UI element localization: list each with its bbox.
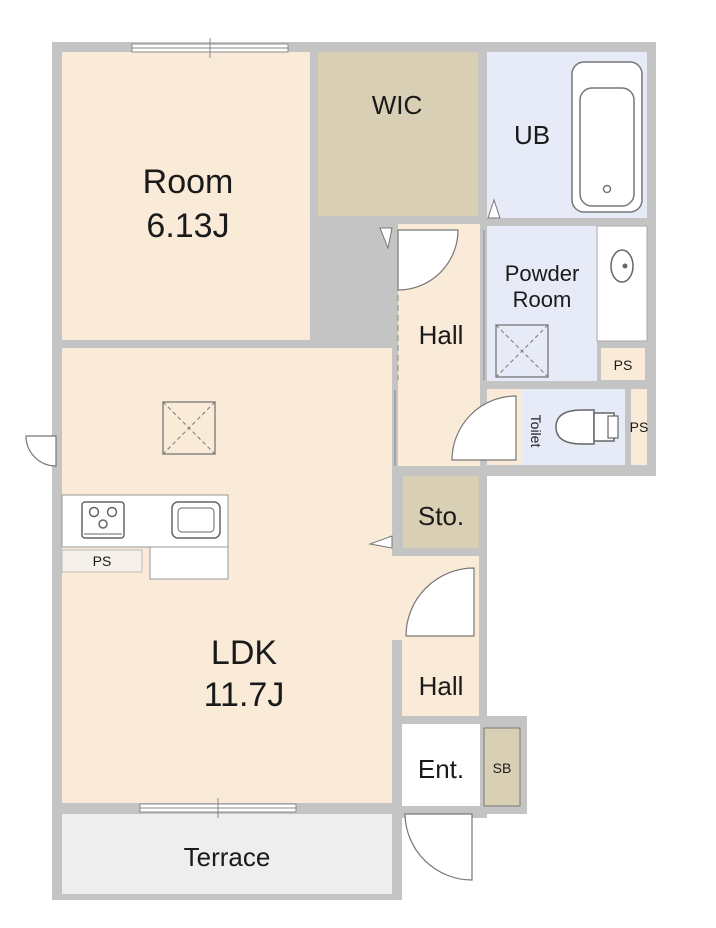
basin-counter <box>596 225 648 342</box>
door-ldk-hall <box>405 567 475 637</box>
ps-kitchen-label: PS <box>93 553 112 569</box>
room-powder-line2: Room <box>513 287 572 312</box>
room-hall-lower <box>402 640 479 716</box>
room-ldk-size: 11.7J <box>204 676 285 714</box>
room-bedroom <box>62 52 310 340</box>
door-entrance <box>404 813 473 881</box>
ps-toilet-label: PS <box>630 419 649 435</box>
room-powder <box>487 226 597 381</box>
window-bottom <box>139 798 297 818</box>
terrace-label: Terrace <box>184 842 271 872</box>
room-ub-label: UB <box>514 120 550 150</box>
room-ldk-name: LDK <box>211 634 277 672</box>
room-bedroom-name: Room <box>143 163 234 201</box>
room-hall-lower-label: Hall <box>419 671 464 701</box>
sliding-doors <box>394 230 485 466</box>
stove-icon <box>81 501 125 539</box>
x-box-icon <box>162 401 216 455</box>
room-wic-label: WIC <box>372 90 423 120</box>
shoe-box <box>483 727 521 807</box>
terrace <box>62 814 392 894</box>
room-entrance <box>402 724 480 806</box>
door-hall-upper <box>397 229 459 291</box>
door-markers <box>368 198 501 549</box>
room-powder-line1: Powder <box>505 261 580 286</box>
toilet-icon <box>555 409 619 445</box>
ps-powder-label: PS <box>614 357 633 373</box>
door-side <box>25 435 57 467</box>
door-toilet <box>451 395 517 461</box>
room-ub <box>487 52 569 218</box>
room-bedroom-size: 6.13J <box>146 207 229 245</box>
room-storage <box>403 476 479 548</box>
shoe-box-label: SB <box>493 760 512 776</box>
bathtub-icon <box>571 61 643 213</box>
x-box-icon <box>495 324 549 378</box>
room-wic <box>318 52 478 216</box>
room-toilet-label: Toilet <box>528 415 544 448</box>
wash-basin-icon <box>610 249 634 283</box>
room-entrance-label: Ent. <box>418 754 464 784</box>
ps-powder-box <box>601 348 645 380</box>
room-hall-upper-label: Hall <box>419 320 464 350</box>
ps-toilet-box <box>631 389 647 465</box>
sink-icon <box>171 501 221 539</box>
room-storage-label: Sto. <box>418 501 464 531</box>
window-top <box>131 38 289 58</box>
